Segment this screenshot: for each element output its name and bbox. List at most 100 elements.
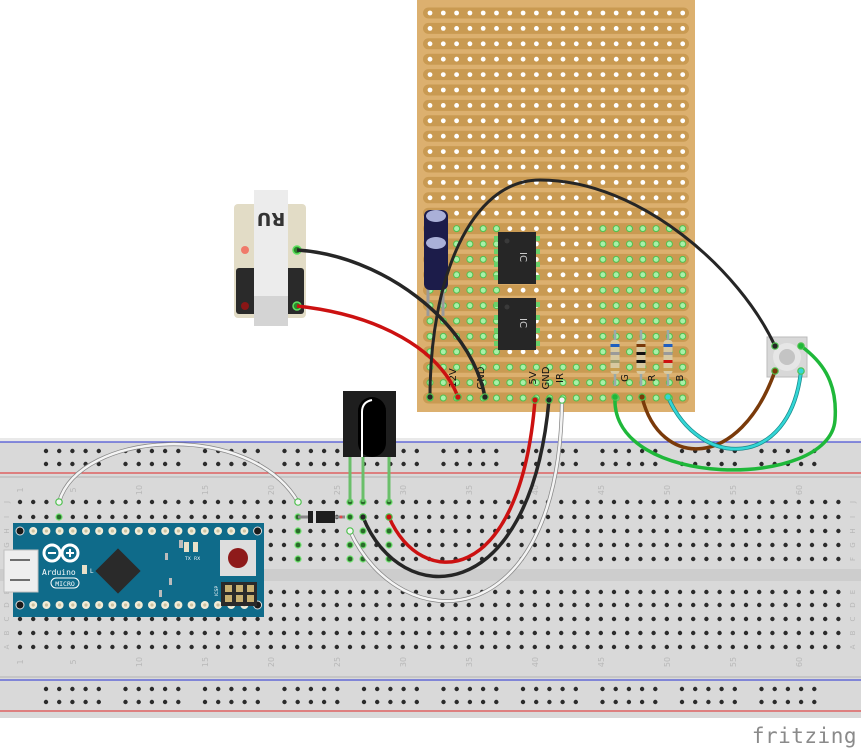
stripboard-hole[interactable]	[639, 302, 647, 310]
breadboard-hole[interactable]	[110, 630, 115, 636]
rail-hole[interactable]	[639, 699, 645, 705]
breadboard-hole[interactable]	[519, 602, 524, 608]
breadboard-hole[interactable]	[83, 514, 89, 520]
stripboard-hole[interactable]	[467, 103, 473, 108]
breadboard-hole[interactable]	[532, 616, 537, 622]
breadboard-hole[interactable]	[374, 556, 379, 562]
breadboard-hole-connected[interactable]	[385, 541, 393, 549]
stripboard-hole[interactable]	[652, 317, 660, 325]
stripboard-hole[interactable]	[560, 149, 566, 155]
breadboard-hole[interactable]	[572, 542, 577, 548]
breadboard-hole[interactable]	[413, 630, 419, 636]
breadboard-hole-connected[interactable]	[385, 527, 393, 535]
rail-hole[interactable]	[136, 686, 141, 692]
breadboard-hole[interactable]	[611, 602, 617, 608]
stripboard-hole[interactable]	[494, 87, 499, 93]
breadboard-hole[interactable]	[677, 602, 683, 608]
breadboard-hole[interactable]	[334, 602, 339, 608]
breadboard-hole[interactable]	[479, 630, 485, 636]
breadboard-hole[interactable]	[308, 542, 313, 548]
breadboard-hole[interactable]	[466, 602, 471, 608]
rail-hole[interactable]	[454, 699, 459, 705]
stripboard-hole[interactable]	[440, 72, 446, 77]
rail-hole[interactable]	[414, 699, 419, 705]
breadboard-hole[interactable]	[202, 499, 207, 505]
breadboard-hole[interactable]	[361, 630, 366, 636]
breadboard-hole[interactable]	[31, 514, 36, 520]
breadboard-hole[interactable]	[611, 644, 617, 650]
breadboard-hole[interactable]	[638, 589, 643, 595]
stripboard-hole[interactable]	[667, 87, 672, 93]
wire-end[interactable]	[55, 498, 63, 506]
breadboard-hole[interactable]	[625, 602, 630, 608]
stripboard-hole[interactable]	[520, 118, 526, 124]
stripboard-hole[interactable]	[627, 56, 632, 62]
wire-end[interactable]	[797, 367, 805, 375]
stripboard-hole[interactable]	[599, 255, 607, 263]
breadboard-hole[interactable]	[625, 514, 630, 520]
stripboard-hole[interactable]	[534, 287, 539, 293]
stripboard-hole[interactable]	[626, 225, 633, 233]
breadboard-hole[interactable]	[44, 499, 49, 505]
stripboard-hole[interactable]	[440, 133, 446, 139]
breadboard-hole[interactable]	[743, 499, 749, 505]
breadboard-hole[interactable]	[783, 514, 788, 520]
arduino-pin[interactable]	[15, 526, 25, 536]
rail-hole[interactable]	[626, 448, 632, 454]
stripboard-hole[interactable]	[479, 332, 487, 340]
rail-hole[interactable]	[361, 686, 367, 692]
breadboard-hole[interactable]	[427, 528, 432, 534]
stripboard-hole[interactable]	[639, 271, 647, 279]
stripboard-hole[interactable]	[599, 240, 607, 248]
breadboard-hole[interactable]	[361, 616, 366, 622]
rail-hole[interactable]	[401, 448, 406, 454]
breadboard-hole[interactable]	[163, 514, 168, 520]
stripboard-hole[interactable]	[453, 317, 461, 325]
rail-hole[interactable]	[613, 461, 618, 467]
breadboard-hole[interactable]	[413, 556, 419, 562]
breadboard-hole[interactable]	[717, 556, 722, 562]
breadboard-hole[interactable]	[611, 499, 617, 505]
rail-hole[interactable]	[454, 461, 459, 467]
breadboard-hole[interactable]	[136, 630, 141, 636]
breadboard-hole[interactable]	[229, 616, 234, 622]
stripboard-hole[interactable]	[547, 334, 553, 339]
breadboard-hole[interactable]	[427, 542, 432, 548]
breadboard-hole[interactable]	[334, 589, 339, 595]
breadboard-hole[interactable]	[651, 589, 656, 595]
breadboard-hole[interactable]	[638, 528, 643, 534]
breadboard-hole[interactable]	[559, 499, 564, 505]
breadboard-hole[interactable]	[638, 616, 643, 622]
stripboard-hole[interactable]	[640, 195, 646, 201]
stripboard-hole[interactable]	[613, 164, 619, 170]
breadboard-hole-connected[interactable]	[359, 541, 367, 549]
breadboard-hole[interactable]	[519, 499, 524, 505]
stripboard-hole[interactable]	[493, 363, 500, 371]
breadboard-hole[interactable]	[704, 528, 709, 534]
breadboard-hole[interactable]	[479, 499, 485, 505]
stripboard-hole[interactable]	[507, 349, 513, 355]
breadboard-hole[interactable]	[17, 499, 23, 505]
rail-hole[interactable]	[295, 686, 300, 692]
ic-2[interactable]: IC	[498, 298, 536, 350]
breadboard-hole[interactable]	[836, 528, 841, 534]
stripboard-hole[interactable]	[453, 302, 461, 310]
stripboard-hole[interactable]	[612, 271, 620, 279]
stripboard-hole[interactable]	[560, 334, 566, 339]
breadboard-hole[interactable]	[466, 542, 471, 548]
stripboard-hole[interactable]	[573, 195, 579, 201]
stripboard-hole[interactable]	[667, 195, 672, 201]
breadboard-hole[interactable]	[611, 556, 617, 562]
stripboard-hole[interactable]	[640, 133, 646, 139]
breadboard-hole[interactable]	[559, 616, 564, 622]
rail-hole[interactable]	[679, 699, 685, 705]
rail-hole[interactable]	[295, 461, 300, 467]
stripboard-hole[interactable]	[680, 10, 686, 16]
breadboard-hole[interactable]	[572, 602, 577, 608]
stripboard-hole[interactable]	[680, 118, 686, 124]
stripboard-hole[interactable]	[534, 349, 539, 355]
stripboard-hole[interactable]	[600, 26, 606, 31]
stripboard-hole[interactable]	[546, 379, 554, 387]
stripboard-hole[interactable]	[560, 272, 566, 278]
breadboard-hole[interactable]	[770, 514, 775, 520]
